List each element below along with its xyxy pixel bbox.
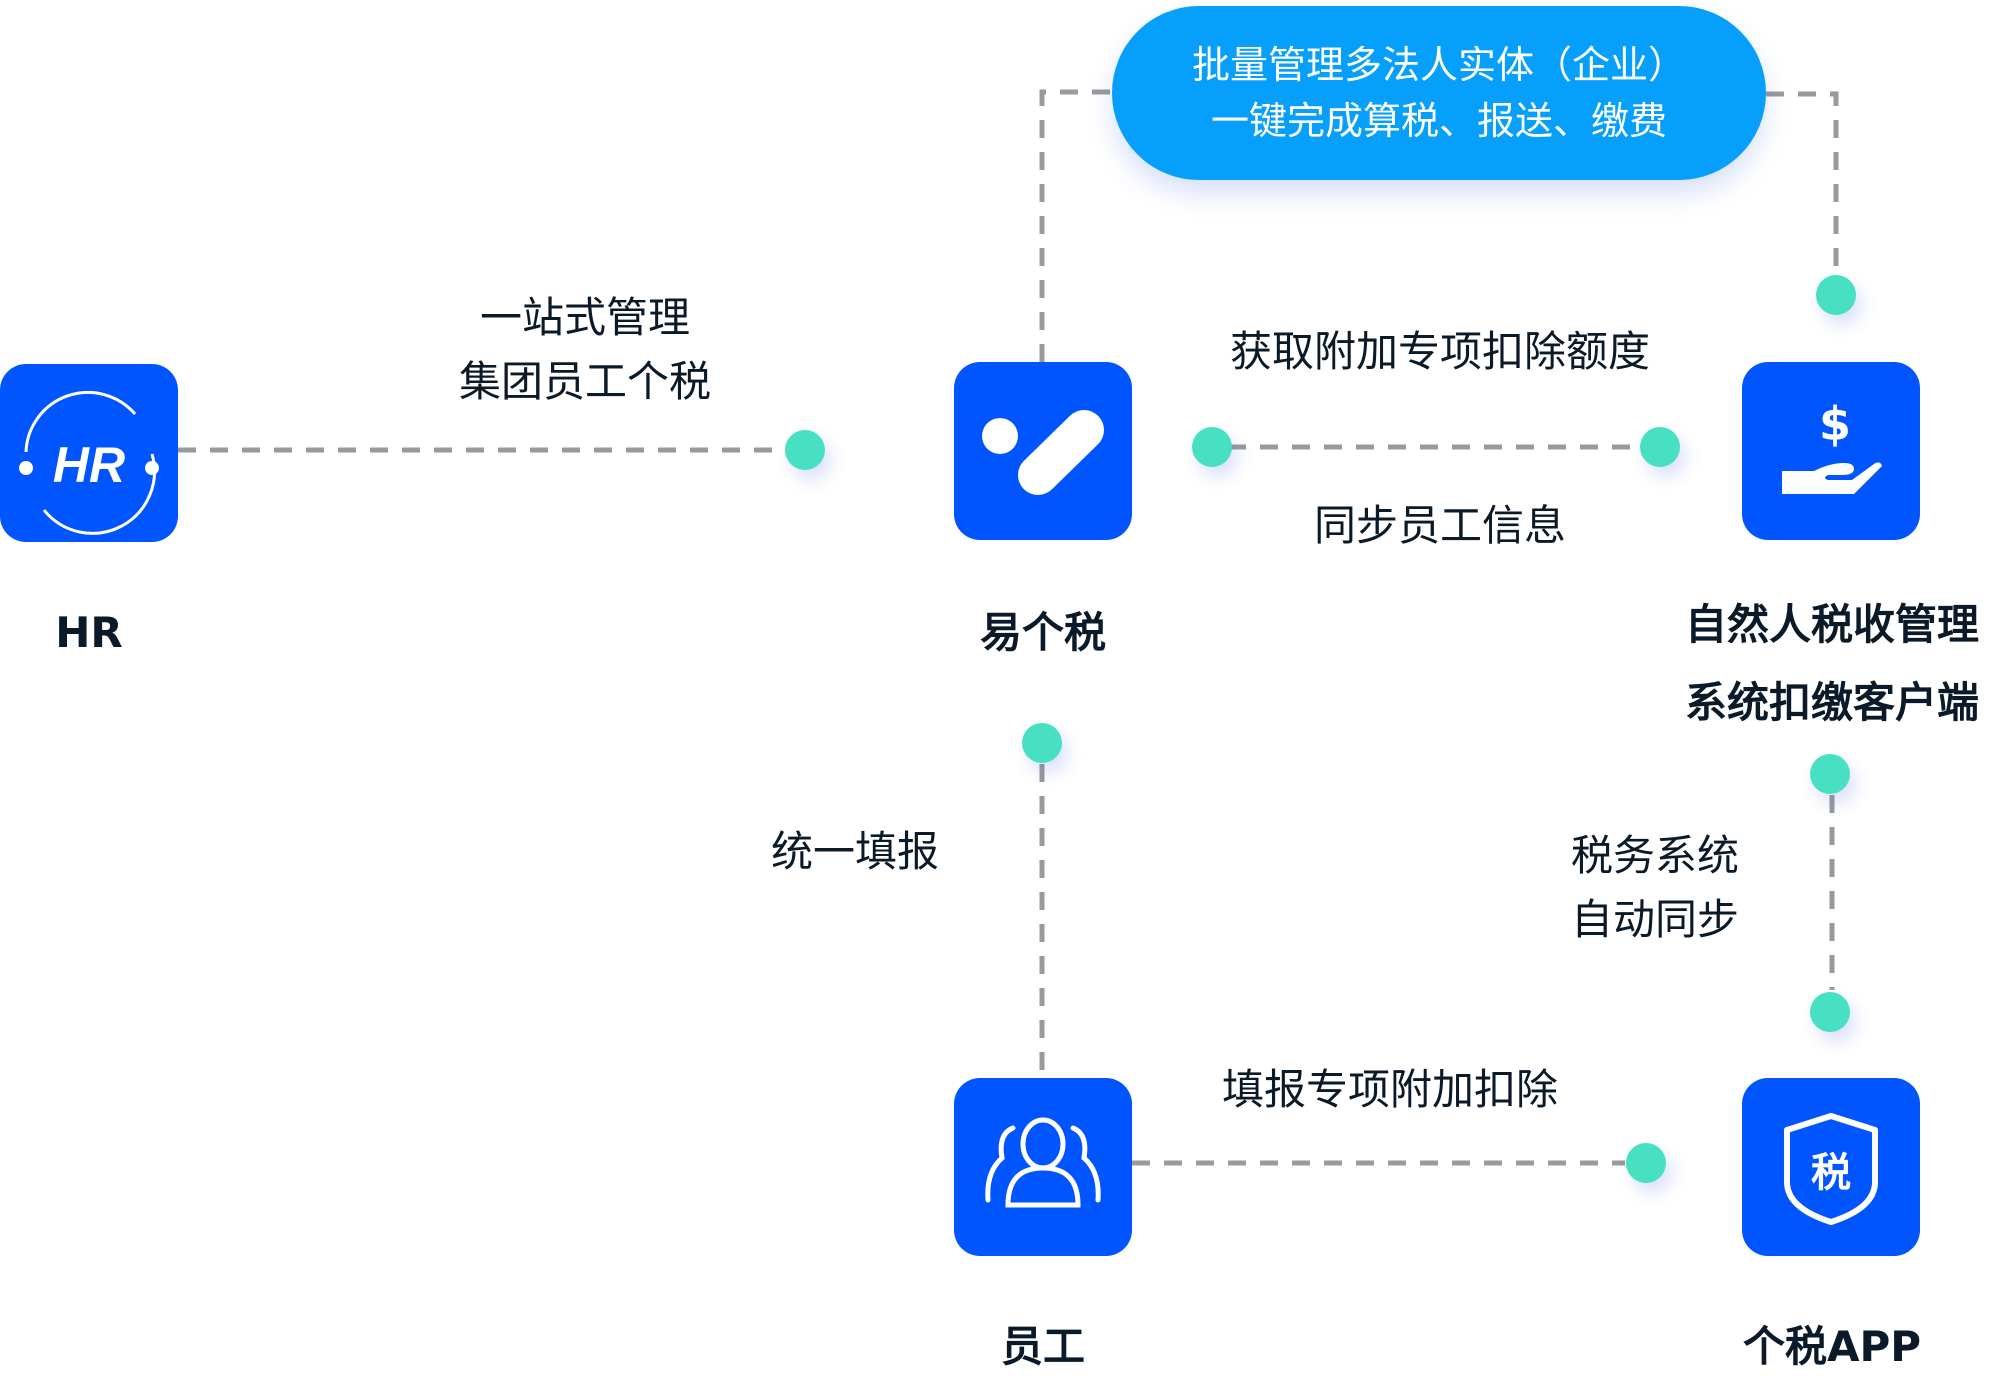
edge-label-sync-employee: 同步员工信息 (1313, 501, 1566, 550)
edge-label-fill-deduction: 填报专项附加扣除 (1221, 1065, 1558, 1114)
connector-dot (1640, 427, 1680, 467)
connector-dot (1022, 723, 1062, 763)
edge-label-get-deduction: 获取附加专项扣除额度 (1229, 327, 1650, 376)
callout-line-2: 一键完成算税、报送、缴费 (1210, 99, 1667, 143)
edge-label-hr-2: 集团员工个税 (458, 357, 711, 406)
node-employee[interactable] (954, 1078, 1132, 1256)
svg-text:税: 税 (1811, 1150, 1851, 1196)
node-tax-app-label: 个税APP (1742, 1322, 1922, 1371)
edge-yigeshui-callout (1039, 89, 1112, 362)
svg-text:HR: HR (53, 437, 125, 493)
connector-dot (1816, 275, 1856, 315)
batch-management-callout: 批量管理多法人实体（企业） 一键完成算税、报送、缴费 (1112, 6, 1766, 180)
node-hr-label: HR (55, 608, 123, 657)
edge-label-tax-system-2: 自动同步 (1570, 895, 1739, 944)
edge-callout-taxclient (1766, 91, 1839, 272)
connector-dot (1192, 427, 1232, 467)
shield-tax-icon: 税 (1784, 1113, 1878, 1225)
connector-dot (1626, 1143, 1666, 1183)
edge-label-hr-1: 一站式管理 (479, 293, 690, 342)
node-yigeshui[interactable] (954, 362, 1132, 540)
connector-dot (1810, 992, 1850, 1032)
hand-dollar-icon: $ (1782, 397, 1882, 494)
svg-text:$: $ (1819, 397, 1851, 451)
edge-label-tax-system-1: 税务系统 (1570, 831, 1739, 880)
people-group-icon (985, 1117, 1101, 1208)
node-tax-client-label-1: 自然人税收管理 (1684, 600, 1979, 649)
connector-dot (785, 430, 825, 470)
edge-label-unified-filing: 统一填报 (770, 827, 939, 876)
node-tax-client-label-2: 系统扣缴客户端 (1684, 678, 1979, 727)
node-employee-label: 员工 (1000, 1322, 1085, 1371)
yigeshui-logo-icon (982, 410, 1104, 495)
node-tax-client[interactable]: $ (1742, 362, 1920, 540)
node-tax-app[interactable]: 税 (1742, 1078, 1920, 1256)
hr-badge-icon: HR (19, 390, 159, 535)
node-yigeshui-label: 易个税 (979, 608, 1106, 657)
node-hr[interactable]: HR (0, 364, 178, 542)
callout-line-1: 批量管理多法人实体（企业） (1191, 43, 1686, 87)
connector-dot (1810, 754, 1850, 794)
